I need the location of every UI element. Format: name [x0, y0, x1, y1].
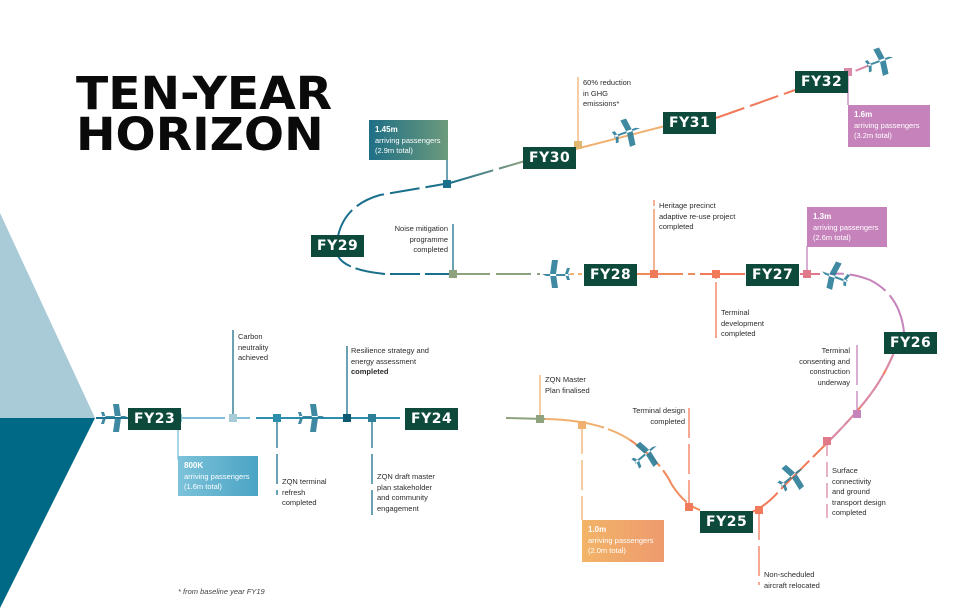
stat-total: (3.2m total) [854, 131, 892, 140]
note-line: in GHG [583, 88, 609, 98]
stat-total: (1.6m total) [184, 482, 222, 491]
stat-total: (2.0m total) [588, 546, 626, 555]
milestone-surface-connectivity: Surface connectivity and ground transpor… [832, 466, 886, 519]
note-line: transport design [832, 497, 886, 507]
stat-value: 1.6m [854, 110, 873, 119]
triangle-dark [0, 418, 95, 608]
note-line: Terminal [821, 346, 850, 355]
milestone-heritage-precinct: Heritage precinct adaptive re-use projec… [659, 201, 735, 233]
stat-label: arriving passengers [184, 471, 250, 481]
milestone-zqn-draft-master-plan: ZQN draft master plan stakeholder and co… [377, 472, 435, 514]
note-line: Heritage precinct [659, 201, 716, 210]
note-line: completed [351, 367, 389, 376]
stat-label: arriving passengers [588, 535, 654, 545]
stat-fy29-passengers: 1.45m arriving passengers (2.9m total) [369, 120, 448, 160]
fy-badge-fy32: FY32 [795, 71, 849, 93]
note-line: ZQN Master [545, 375, 586, 384]
note-line: 60% reduction [583, 78, 631, 87]
note-line: consenting and [799, 356, 850, 366]
note-line: programme [409, 234, 448, 244]
milestone-resilience-strategy: Resilience strategy and energy assessmen… [351, 346, 429, 378]
footnote: * from baseline year FY19 [178, 587, 265, 596]
note-line: plan stakeholder [377, 482, 433, 492]
fy-badge-fy30: FY30 [523, 147, 577, 169]
milestone-zqn-master-plan-finalised: ZQN Master Plan finalised [545, 375, 590, 396]
note-line: Surface [832, 466, 858, 475]
note-line: adaptive re-use project [659, 211, 736, 221]
note-line: completed [721, 329, 756, 338]
title-line-2: HORIZON [76, 108, 324, 161]
stat-value: 1.45m [375, 125, 398, 134]
milestone-terminal-development: Terminal development completed [721, 308, 764, 340]
note-line: completed [659, 222, 694, 231]
note-line: aircraft relocated [764, 580, 820, 590]
note-line: emissions* [583, 99, 620, 108]
stat-value: 800K [184, 461, 204, 470]
milestone-terminal-design: Terminal design completed [615, 406, 685, 427]
note-line: engagement [377, 503, 419, 513]
note-line: refresh [282, 487, 306, 497]
note-line: Terminal design [632, 406, 685, 415]
fy-badge-fy27: FY27 [746, 264, 800, 286]
note-line: ZQN terminal [282, 477, 327, 486]
stat-fy25-passengers: 1.0m arriving passengers (2.0m total) [582, 520, 664, 562]
note-line: construction [809, 367, 850, 376]
page-title: TEN-YEAR HORIZON [76, 67, 333, 161]
fy-badge-fy25: FY25 [700, 511, 754, 533]
fy-badge-fy24: FY24 [405, 408, 459, 430]
airplane-icon [101, 47, 894, 492]
fy-badge-fy28: FY28 [584, 264, 638, 286]
note-line: Resilience strategy and [351, 346, 429, 355]
note-line: completed [413, 245, 448, 254]
note-line: neutrality [238, 342, 269, 352]
title-line-1: TEN-YEAR [76, 67, 333, 120]
triangle-light [0, 213, 95, 418]
stat-label: arriving passengers [854, 120, 920, 130]
stat-fy27-passengers: 1.3m arriving passengers (2.6m total) [807, 207, 887, 247]
note-line: and ground [832, 487, 870, 496]
note-line: Non-scheduled [764, 570, 815, 579]
note-line: and community [377, 493, 428, 502]
fy-badge-fy26: FY26 [884, 332, 938, 354]
note-line: connectivity [832, 476, 872, 486]
milestone-non-scheduled-aircraft: Non-scheduled aircraft relocated [764, 570, 820, 591]
stat-total: (2.9m total) [375, 146, 413, 155]
milestone-carbon-neutrality: Carbon neutrality achieved [238, 332, 268, 364]
milestone-ghg-reduction: 60% reduction in GHG emissions* [583, 78, 631, 110]
stat-value: 1.3m [813, 212, 832, 221]
stat-value: 1.0m [588, 525, 607, 534]
note-line: Plan finalised [545, 385, 590, 395]
note-line: Noise mitigation [394, 224, 448, 233]
note-line: energy assessment [351, 356, 417, 366]
stat-fy32-passengers: 1.6m arriving passengers (3.2m total) [848, 105, 930, 147]
milestone-zqn-terminal-refresh: ZQN terminal refresh completed [282, 477, 327, 509]
fy-badge-fy31: FY31 [663, 112, 717, 134]
note-line: Terminal [721, 308, 750, 317]
note-line: underway [817, 377, 850, 387]
milestone-terminal-consenting: Terminal consenting and construction und… [775, 346, 850, 388]
fy-badge-fy23: FY23 [128, 408, 182, 430]
stat-fy23-passengers: 800K arriving passengers (1.6m total) [178, 456, 258, 496]
note-line: development [721, 318, 764, 328]
note-line: Carbon [238, 332, 263, 341]
stat-total: (2.6m total) [813, 233, 851, 242]
note-line: achieved [238, 353, 269, 362]
fy-badge-fy29: FY29 [311, 235, 365, 257]
milestone-noise-mitigation: Noise mitigation programme completed [380, 224, 448, 256]
stat-label: arriving passengers [813, 222, 879, 232]
stat-label: arriving passengers [375, 135, 441, 145]
note-line: completed [650, 416, 685, 426]
note-line: completed [832, 508, 867, 517]
note-line: ZQN draft master [377, 472, 435, 481]
note-line: completed [282, 498, 317, 507]
